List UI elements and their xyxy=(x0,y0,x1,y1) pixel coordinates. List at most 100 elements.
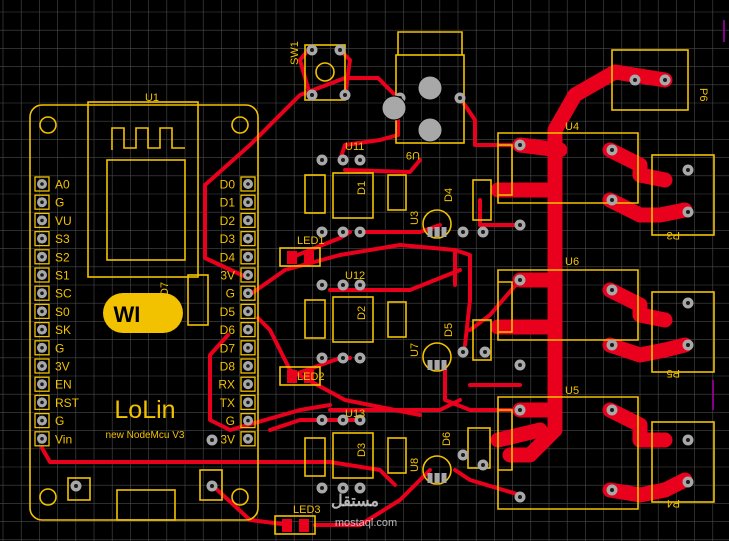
header-pin-left-a0 xyxy=(34,176,50,192)
u4-outline xyxy=(497,132,639,204)
u3-to92 xyxy=(422,209,452,239)
pin-label-right: D7 xyxy=(220,341,236,355)
to92-pin-pad xyxy=(427,360,433,370)
r-cap-3 xyxy=(304,437,326,477)
u3-label: U3 xyxy=(409,211,421,225)
pad-layer xyxy=(34,44,694,503)
pin-label-left: EN xyxy=(55,378,72,392)
header-pin-left-g xyxy=(34,340,50,356)
pin-label-left: SC xyxy=(55,287,72,301)
module-labels: U1 LoLin new NodeMcu V3 xyxy=(106,92,185,441)
pin-label-left: G xyxy=(55,414,64,428)
header-pin-right-d0 xyxy=(240,176,256,192)
header-pin-left-s2 xyxy=(34,249,50,265)
watermark-arabic: مستقل xyxy=(331,493,379,510)
component-labels: SW1 U11 U12 U13 U9 D1 D2 D3 D4 D5 D6 D7 … xyxy=(159,41,709,516)
d2-label: D2 xyxy=(356,306,368,320)
d3-outline xyxy=(332,432,374,479)
header-pin-right-d3 xyxy=(240,230,256,247)
d5-outline xyxy=(472,319,492,361)
reset-button-outline xyxy=(67,477,91,501)
header-pin-right-d1 xyxy=(240,194,256,210)
mount-hole-tl xyxy=(39,116,57,134)
header-pin-right-3v xyxy=(240,267,256,283)
led2-label: LED2 xyxy=(297,371,325,383)
led-pads xyxy=(282,251,314,532)
usb-connector-outline xyxy=(116,489,176,521)
pin-label-left: SK xyxy=(55,323,71,337)
d7-label: D7 xyxy=(159,282,171,296)
header-pin-left-s0 xyxy=(34,303,50,320)
to92-pin-pad xyxy=(427,227,433,237)
board-edge-marks xyxy=(712,20,725,410)
pin-label-left: S2 xyxy=(55,250,70,264)
to92-pin-pad xyxy=(434,360,440,370)
pin-label-right: G xyxy=(226,287,235,301)
p3-outline xyxy=(651,154,715,236)
pin-label-left: G xyxy=(55,196,64,210)
u12-label: U12 xyxy=(345,270,365,282)
u5-label: U5 xyxy=(565,385,579,397)
pin-label-right: 3V xyxy=(220,269,235,283)
u1-label: U1 xyxy=(145,92,159,104)
d4-label: D4 xyxy=(443,188,455,202)
esp-shield-can xyxy=(106,159,186,261)
led3-label: LED3 xyxy=(293,504,321,516)
r-cap-1 xyxy=(304,174,326,214)
header-pin-right-rx xyxy=(240,376,256,392)
res-1 xyxy=(387,174,407,211)
led3-outline xyxy=(274,515,316,535)
u11-label: U11 xyxy=(345,141,364,153)
brand-label: LoLin xyxy=(114,396,175,424)
pin-label-left: A0 xyxy=(55,178,70,192)
pin-label-right: D5 xyxy=(220,305,236,319)
header-pin-left-vu xyxy=(34,212,50,229)
u13-label: U13 xyxy=(345,408,365,420)
pin-label-right: TX xyxy=(220,396,235,410)
u6-label: U6 xyxy=(565,256,579,268)
to92-pin-pad xyxy=(434,227,440,237)
header-pin-left-g xyxy=(34,194,50,210)
pin-label-left: 3V xyxy=(55,360,70,374)
pin-label-left: G xyxy=(55,341,64,355)
flash-button-outline xyxy=(199,469,223,501)
wifi-logo: WI xyxy=(103,293,183,333)
pin-label-right: D3 xyxy=(220,232,236,246)
header-pin-left-3v xyxy=(34,358,50,374)
header-pin-left-sk xyxy=(34,321,50,338)
u9-label: U9 xyxy=(406,149,420,161)
pin-label-left: VU xyxy=(55,214,72,228)
u8-label: U8 xyxy=(409,458,421,472)
d5-label: D5 xyxy=(443,323,455,337)
header-pin-right-d7 xyxy=(240,340,256,356)
mount-hole-tr xyxy=(231,116,249,134)
pin-label-left: S1 xyxy=(55,269,70,283)
pin-label-right: 3V xyxy=(220,432,235,446)
header-pin-right-d4 xyxy=(240,249,256,265)
sw1-actuator xyxy=(315,62,335,82)
header-pin-left-rst xyxy=(34,394,50,411)
p4-outline xyxy=(651,421,715,503)
u6-outline xyxy=(497,269,639,341)
header-pin-left-en xyxy=(34,376,50,392)
to92-pin-pad xyxy=(427,473,433,483)
esp-module-outline xyxy=(87,101,199,278)
p5-outline xyxy=(651,291,715,373)
u8-to92 xyxy=(422,455,452,485)
u5-outline xyxy=(497,396,639,510)
header-pin-right-g xyxy=(240,412,256,429)
watermark-domain: mostaql.com xyxy=(335,517,397,529)
pin-label-left: Vin xyxy=(55,432,72,446)
mount-hole-br xyxy=(231,488,249,506)
pin-label-right: D8 xyxy=(220,360,236,374)
sw1-outline xyxy=(304,44,346,101)
p4-label: P4 xyxy=(667,497,680,509)
to92-pin-pad xyxy=(441,360,447,370)
u7-to92 xyxy=(422,342,452,372)
watermark: مستقل mostaql.com xyxy=(331,493,397,529)
pin-label-right: D0 xyxy=(220,178,236,192)
led1-label: LED1 xyxy=(297,235,325,247)
to92-pin-pad xyxy=(441,473,447,483)
to92-pin-pad xyxy=(441,227,447,237)
